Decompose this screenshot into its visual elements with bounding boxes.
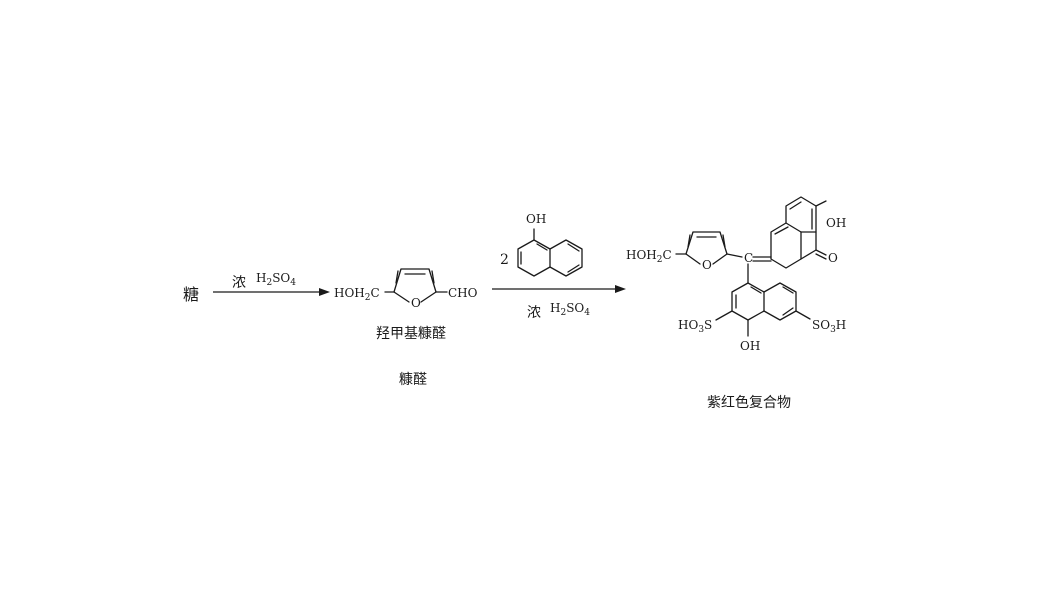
- product-left-group: HOH2C: [626, 248, 672, 265]
- hmf-caption: 糠醛: [399, 371, 427, 388]
- arrow-2-acid-formula: H2SO4: [550, 301, 590, 318]
- hmf-ring-oxygen: O: [411, 296, 421, 310]
- product-central-carbon: C: [744, 251, 753, 265]
- product-name: 紫红色复合物: [707, 394, 791, 411]
- reaction-arrow-2: [492, 285, 626, 293]
- hmf-molecule: HOH2C O CHO: [334, 268, 478, 310]
- arrow-1-acid-prefix: 浓: [232, 275, 246, 291]
- product-quinone-oxygen: O: [828, 251, 838, 265]
- hmf-name: 羟甲基糠醛: [376, 325, 446, 342]
- product-quinone-hydroxyl: OH: [826, 216, 846, 230]
- product-molecule: HOH2C O C OH O: [626, 196, 846, 353]
- arrow-2-acid-prefix: 浓: [527, 305, 541, 321]
- reagent-coefficient: 2: [500, 252, 509, 268]
- naphthol-reagent: 2 OH: [500, 212, 583, 277]
- product-sulfonic-left: HO3S: [678, 318, 712, 335]
- arrow-1-acid-formula: H2SO4: [256, 271, 296, 288]
- arrow-1-conditions: 浓 H2SO4: [232, 271, 296, 291]
- reagent-hydroxyl: OH: [526, 212, 546, 226]
- hmf-aldehyde-group: CHO: [448, 286, 478, 300]
- arrow-2-conditions: 浓 H2SO4: [527, 301, 590, 321]
- reaction-arrow-1: [213, 288, 330, 296]
- sugar-label: 糖: [183, 285, 199, 304]
- product-ring-oxygen: O: [702, 258, 712, 272]
- product-naphthol-hydroxyl: OH: [740, 339, 760, 353]
- product-sulfonic-right: SO3H: [812, 318, 846, 335]
- hmf-left-group: HOH2C: [334, 286, 380, 303]
